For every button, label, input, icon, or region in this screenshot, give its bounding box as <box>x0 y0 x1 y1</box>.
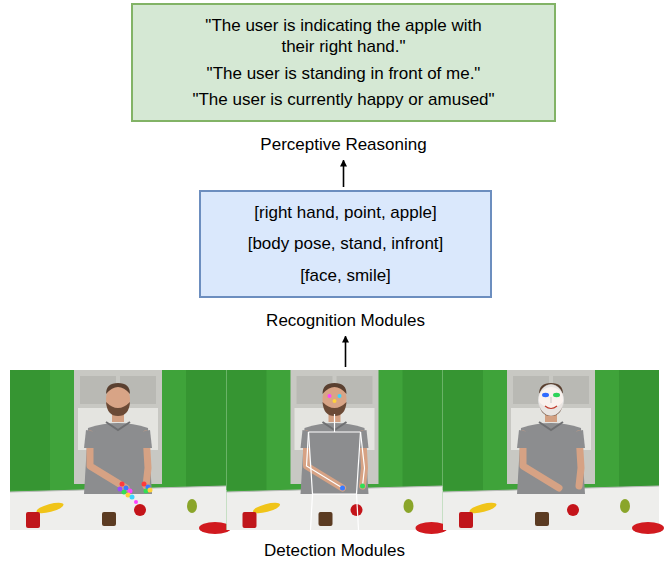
statement-text: [right hand, point, apple] <box>254 202 436 223</box>
recognition-box: [right hand, point, apple] [body pose, st… <box>199 190 492 298</box>
camera-frame <box>443 370 664 534</box>
statement-text: "The user is standing in front of me." <box>207 63 481 84</box>
statement-text: "The user is indicating the apple with t… <box>201 15 486 58</box>
flow-arrow <box>345 336 347 367</box>
face-mesh <box>539 385 564 416</box>
detection-strip: Detection Modules <box>10 370 659 530</box>
stage-caption: Detection Modules <box>264 540 405 561</box>
camera-frame <box>227 370 448 534</box>
stage-caption: Perceptive Reasoning <box>260 134 426 155</box>
hand-keypoints <box>118 482 153 505</box>
statement-text: [face, smile] <box>300 265 391 286</box>
flow-arrow <box>343 160 345 187</box>
statement-text: [body pose, stand, infront] <box>248 233 444 254</box>
stage-caption: Recognition Modules <box>266 310 425 331</box>
camera-frame <box>10 370 231 534</box>
pose-skeleton <box>307 394 366 530</box>
reasoning-box: "The user is indicating the apple with t… <box>131 3 556 122</box>
statement-text: "The user is currently happy or amused" <box>192 89 494 110</box>
